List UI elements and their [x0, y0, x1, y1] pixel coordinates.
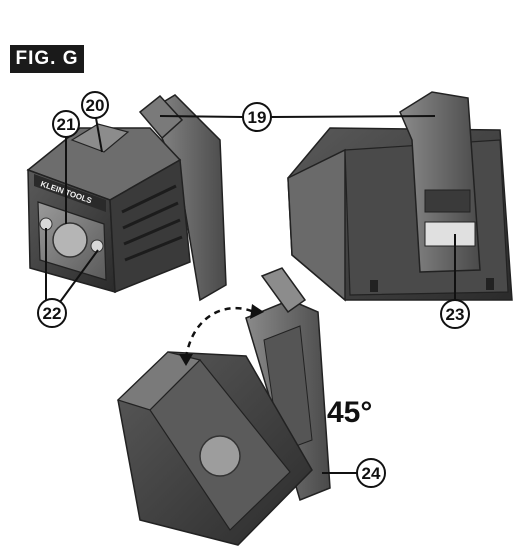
- mount-top-tab: [260, 267, 307, 314]
- tilted-lens: [199, 435, 241, 477]
- callout-21: 21: [52, 110, 80, 138]
- leader-19-left: [159, 115, 244, 118]
- callout-23: 23: [440, 299, 470, 329]
- leader-20: [95, 117, 103, 153]
- rotation-arrow: [184, 306, 255, 359]
- leader-19-right: [270, 115, 436, 118]
- angle-label: 45°: [327, 396, 372, 429]
- callout-20: 20: [81, 91, 109, 119]
- svg-text:24: 24: [362, 464, 381, 483]
- release-tab: [424, 221, 476, 247]
- svg-text:20: 20: [86, 96, 105, 115]
- rear-side-edge: [287, 148, 346, 302]
- callout-24: 24: [356, 458, 386, 488]
- side-ribs: [121, 184, 183, 262]
- svg-text:23: 23: [446, 305, 465, 324]
- rotation-arrowhead-top: [250, 304, 264, 319]
- clip-slot: [424, 189, 471, 213]
- headlamp-rear-view: [287, 91, 513, 302]
- leader-22-b: [59, 249, 99, 303]
- svg-text:19: 19: [248, 108, 267, 127]
- svg-text:22: 22: [43, 304, 62, 323]
- svg-text:21: 21: [57, 115, 76, 134]
- main-lens: [52, 222, 88, 258]
- rear-vent-1: [370, 280, 378, 292]
- figure-label: FIG. G: [10, 45, 84, 73]
- rear-vent-2: [486, 278, 494, 290]
- headlamp-tilted-view: [116, 267, 331, 546]
- brand-band: [34, 174, 106, 212]
- rotation-arrowhead-bottom: [179, 354, 193, 366]
- callout-22: 22: [37, 298, 67, 328]
- callout-19: 19: [242, 102, 272, 132]
- leader-lines: [45, 115, 456, 474]
